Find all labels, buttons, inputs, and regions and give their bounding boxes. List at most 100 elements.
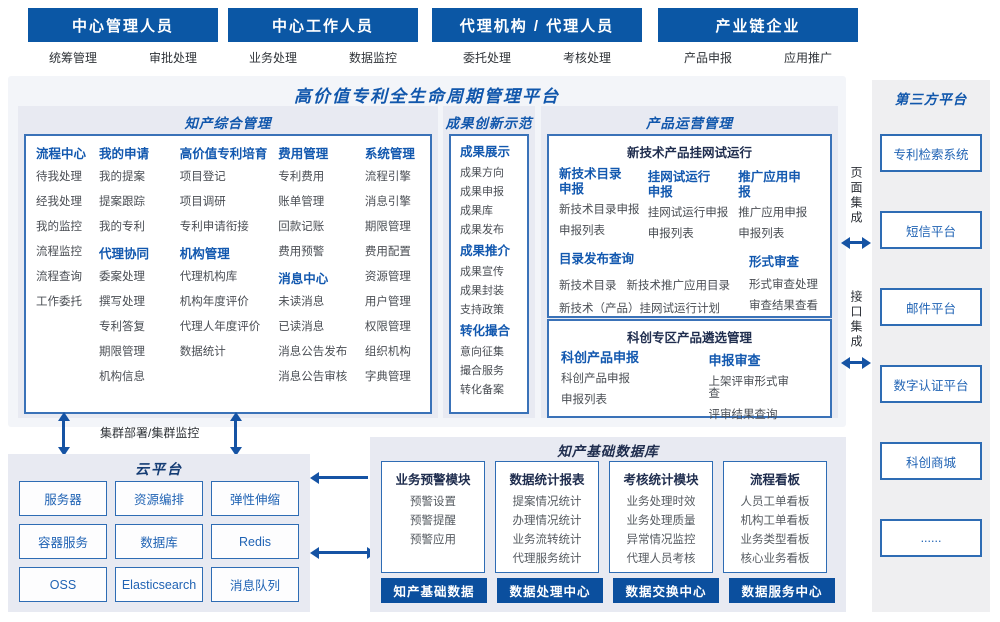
menu-item: 机构年度评价 <box>179 296 249 308</box>
menu-item: 代理人员考核 <box>626 553 696 565</box>
menu-item: 消息引擎 <box>364 196 411 208</box>
data-center-bar: 知产基础数据 <box>381 578 487 603</box>
menu-item: 新技术（产品）挂网试运行计划 <box>559 303 720 315</box>
menu-item: 机构信息 <box>99 371 146 383</box>
actor-industry-enterprise: 产业链企业 产品申报 应用推广 <box>658 8 858 134</box>
declare-group-promotion: 推广应用申报 推广应用申报申报列表 <box>738 167 812 249</box>
data-center-bar: 数据交换中心 <box>613 578 719 603</box>
menu-item: 审查结果查看 <box>749 300 818 312</box>
actor-banner: 代理机构 / 代理人员 <box>432 8 642 42</box>
menu-item: 流程监控 <box>36 246 82 258</box>
third-party-panel: 第三方平台 专利检索系统短信平台邮件平台数字认证平台科创商城...... <box>872 80 990 612</box>
menu-item: 流程查询 <box>36 271 82 283</box>
declare-group-trial: 挂网试运行 申报 挂网试运行申报申报列表 <box>648 167 731 249</box>
cloud-service-box: Redis <box>211 524 299 559</box>
menu-item: 代理人年度评价 <box>179 321 261 333</box>
cluster-label: 集群部署/集群监控 <box>100 426 200 440</box>
menu-item: 项目调研 <box>179 196 226 208</box>
module-header: 业务预警模块 <box>395 473 471 487</box>
menu-item: 待我处理 <box>36 171 82 183</box>
module-warning: 业务预警模块 预警设置预警提醒预警应用 <box>381 461 485 573</box>
ip-column-my-application: 我的申请 我的提案提案跟踪我的专利 代理协同 委案处理撰写处理专利答复期限管理机… <box>99 146 180 396</box>
module-header: 数据统计报表 <box>509 473 585 487</box>
actor-left-label: 产品申报 <box>683 51 732 65</box>
data-hub-panel: 知产基础数据库 业务预警模块 预警设置预警提醒预警应用 数据统计报表 提案情况统… <box>370 437 846 612</box>
menu-item: 资源管理 <box>364 271 411 283</box>
group-header: 高价值专利培育 <box>179 147 268 161</box>
selection-box: 科创专区产品遴选管理 科创产品申报 科创产品申报申报列表 申报审查 上架评审形式… <box>547 319 832 421</box>
group-header: 系统管理 <box>364 147 415 161</box>
page-integration-label: 页面集成 <box>849 166 863 226</box>
double-arrow-icon <box>318 551 368 554</box>
group-header: 科创产品申报 <box>561 350 640 365</box>
menu-item: 上架评审形式审查 <box>708 376 790 400</box>
menu-item: 回款记账 <box>278 221 325 233</box>
menu-item: 组织机构 <box>364 346 411 358</box>
menu-item: 成果宣传 <box>460 266 504 278</box>
menu-item: 申报列表 <box>738 228 785 240</box>
menu-item: 用户管理 <box>364 296 411 308</box>
actor-center-staff: 中心工作人员 业务处理 数据监控 <box>228 8 418 134</box>
actor-left-label: 统筹管理 <box>48 51 97 65</box>
menu-item: 业务流转统计 <box>512 534 582 546</box>
module-assessment: 考核统计模块 业务处理时效业务处理质量异常情况监控代理人员考核 <box>609 461 713 573</box>
group-header: 代理协同 <box>99 247 150 261</box>
cloud-service-box: 资源编排 <box>115 481 203 516</box>
menu-item: 流程引擎 <box>364 171 411 183</box>
menu-item: 期限管理 <box>99 346 146 358</box>
group-header: 费用管理 <box>278 147 329 161</box>
menu-item: 专利申请衔接 <box>179 221 249 233</box>
interface-integration-label: 接口集成 <box>849 290 863 350</box>
menu-item: 费用预警 <box>278 246 325 258</box>
double-arrow-icon <box>234 420 237 448</box>
group-header: 消息中心 <box>278 272 329 286</box>
group-header: 挂网试运行 申报 <box>647 170 711 199</box>
ip-column-fees: 费用管理 专利费用账单管理回款记账费用预警 消息中心 未读消息已读消息消息公告发… <box>278 146 365 396</box>
cloud-service-box: 数据库 <box>115 524 203 559</box>
menu-item: 业务处理时效 <box>626 496 696 508</box>
group-header: 成果推介 <box>460 244 511 258</box>
third-party-box: 专利检索系统 <box>880 134 982 172</box>
menu-item: 专利费用 <box>278 171 325 183</box>
menu-item: 新技术目录申报 <box>559 204 640 216</box>
platform-panel: 高价值专利全生命周期管理平台 知产综合管理 流程中心 待我处理经我处理我的监控流… <box>8 76 846 427</box>
catalog-query-group: 目录发布查询 新技术目录新技术推广应用目录新技术（产品）挂网试运行计划 <box>559 251 749 322</box>
menu-item: 预警设置 <box>410 496 456 508</box>
section-title: 成果创新示范 <box>445 116 533 131</box>
menu-item: 推广应用申报 <box>738 207 808 219</box>
actor-left-label: 业务处理 <box>248 51 297 65</box>
menu-item: 转化备案 <box>460 384 504 396</box>
formal-review-group: 形式审查 形式审查处理审查结果查看 <box>749 251 818 322</box>
menu-item: 费用配置 <box>364 246 411 258</box>
group-header: 流程中心 <box>36 147 87 161</box>
menu-item: 成果申报 <box>460 186 504 198</box>
third-party-title: 第三方平台 <box>894 92 968 107</box>
cloud-service-box: 服务器 <box>19 481 107 516</box>
menu-item: 我的专利 <box>99 221 146 233</box>
menu-item: 成果封装 <box>460 285 504 297</box>
menu-item: 成果发布 <box>460 224 504 236</box>
menu-item: 项目登记 <box>179 171 226 183</box>
box-title: 科创专区产品遴选管理 <box>626 331 752 345</box>
menu-item: 代理服务统计 <box>512 553 582 565</box>
ip-column-system: 系统管理 流程引擎消息引擎期限管理费用配置资源管理用户管理权限管理组织机构字典管… <box>365 146 420 396</box>
section-box: 成果展示 成果方向成果申报成果库成果发布 成果推介 成果宣传成果封装支持政策 转… <box>449 134 529 414</box>
menu-item: 委案处理 <box>99 271 146 283</box>
group-header: 我的申请 <box>99 147 150 161</box>
menu-item: 撮合服务 <box>460 365 504 377</box>
cloud-service-box: 容器服务 <box>19 524 107 559</box>
left-arrow-icon <box>318 476 368 479</box>
menu-item: 字典管理 <box>364 371 411 383</box>
actor-right-label: 审批处理 <box>149 51 198 65</box>
menu-item: 人员工单看板 <box>740 496 810 508</box>
menu-item: 核心业务看板 <box>740 553 810 565</box>
actor-banner: 中心工作人员 <box>228 8 418 42</box>
data-center-bar: 数据处理中心 <box>497 578 603 603</box>
menu-item: 我的监控 <box>36 221 82 233</box>
actor-banner: 产业链企业 <box>658 8 858 42</box>
module-header: 考核统计模块 <box>623 473 699 487</box>
box-title: 新技术产品挂网试运行 <box>626 146 752 160</box>
third-party-box: 邮件平台 <box>880 288 982 326</box>
actor-center-managers: 中心管理人员 统筹管理 审批处理 <box>28 8 218 134</box>
